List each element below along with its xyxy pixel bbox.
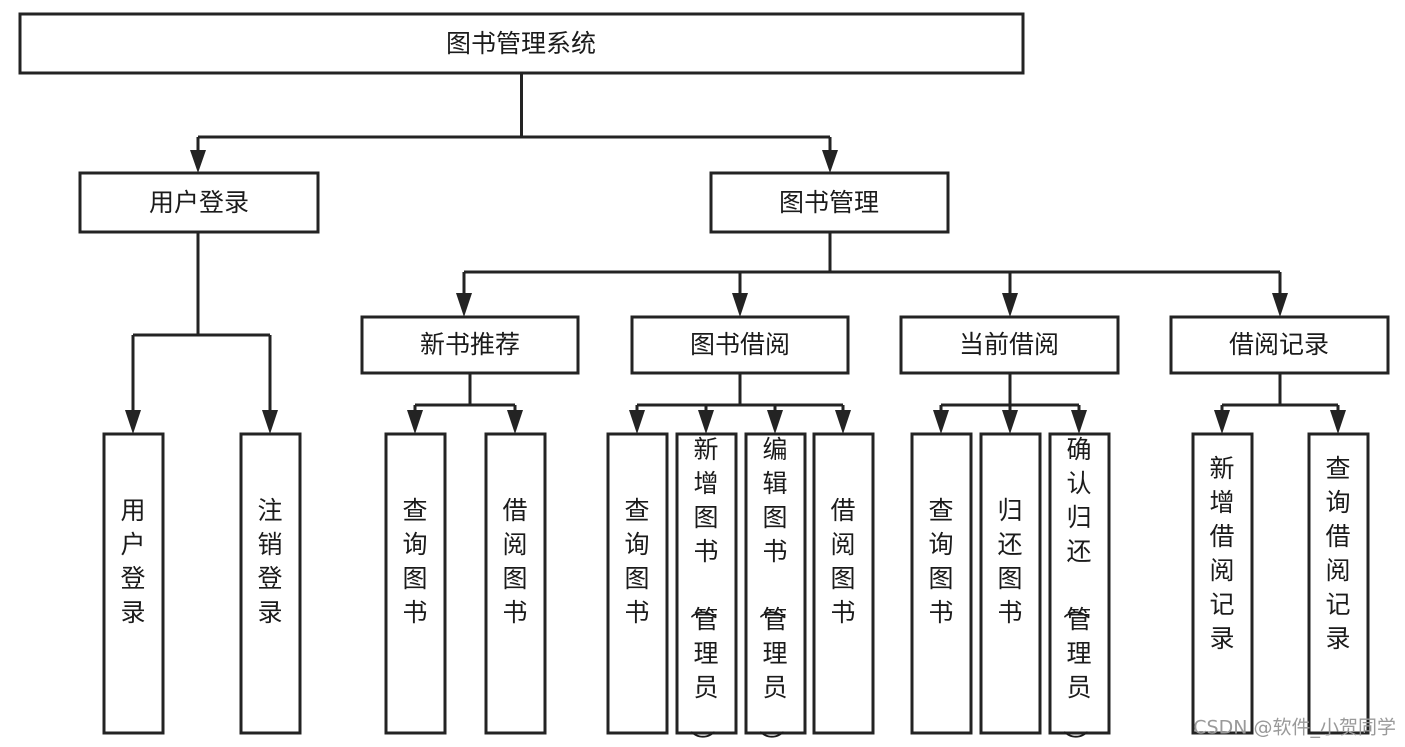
node-leaf-query-book-2-box[interactable]: [606, 432, 669, 735]
node-leaf-query-record-label: 查询借阅记录: [1325, 454, 1350, 653]
node-book-borrow[interactable]: 图书借阅: [630, 315, 850, 375]
node-book-borrow-label: 图书借阅: [690, 330, 790, 359]
node-leaf-confirm-return[interactable]: 确认归还（管理员）: [1048, 432, 1111, 747]
node-leaf-query-book-1[interactable]: 查询图书: [384, 432, 447, 735]
node-leaf-query-book-3-box[interactable]: [910, 432, 973, 735]
node-current-borrow-label: 当前借阅: [959, 330, 1059, 359]
node-new-book-recommend-label: 新书推荐: [420, 330, 520, 359]
node-leaf-return-book-box[interactable]: [979, 432, 1042, 735]
node-book-manage[interactable]: 图书管理: [709, 171, 950, 234]
node-root-label: 图书管理系统: [446, 29, 596, 58]
node-book-manage-box[interactable]: [709, 171, 950, 234]
node-leaf-add-book-box[interactable]: [675, 432, 738, 735]
node-current-borrow[interactable]: 当前借阅: [899, 315, 1120, 375]
node-leaf-borrow-book-1-label: 借阅图书: [502, 496, 527, 627]
node-leaf-query-book-2-label: 查询图书: [624, 496, 649, 627]
node-user-login[interactable]: 用户登录: [78, 171, 320, 234]
node-borrow-record-box[interactable]: [1169, 315, 1390, 375]
node-user-login-box[interactable]: [78, 171, 320, 234]
node-leaf-user-login-box[interactable]: [102, 432, 165, 735]
node-leaf-query-book-3-label: 查询图书: [928, 496, 953, 627]
node-new-book-recommend[interactable]: 新书推荐: [360, 315, 580, 375]
node-leaf-confirm-return-label: 确认归还（管理员）: [1060, 435, 1091, 747]
node-leaf-add-record-label: 新增借阅记录: [1209, 454, 1234, 653]
node-leaf-add-book[interactable]: 新增图书（管理员）: [675, 432, 738, 747]
arrow-head-leaf-query-record: [1330, 410, 1346, 434]
node-leaf-borrow-book-2-box[interactable]: [812, 432, 875, 735]
node-leaf-user-logout-box[interactable]: [239, 432, 302, 735]
arrow-head-leaf-query-book-1: [407, 410, 423, 434]
node-leaf-query-book-1-label: 查询图书: [402, 496, 427, 627]
node-leaf-edit-book-label: 编辑图书（管理员）: [756, 435, 787, 747]
node-book-borrow-box[interactable]: [630, 315, 850, 375]
node-leaf-confirm-return-box[interactable]: [1048, 432, 1111, 735]
connector-layer: [125, 73, 1346, 434]
node-book-manage-label: 图书管理: [779, 188, 879, 217]
csdn-watermark: CSDN @软件_小贺同学: [1193, 717, 1396, 739]
arrow-head-leaf-add-book: [698, 410, 714, 434]
arrow-head-current-borrow: [1002, 293, 1018, 317]
arrow-head-leaf-add-record: [1214, 410, 1230, 434]
node-new-book-recommend-box[interactable]: [360, 315, 580, 375]
arrow-head-leaf-borrow-book-1: [507, 410, 523, 434]
node-leaf-return-book-label: 归还图书: [997, 496, 1022, 627]
node-leaf-borrow-book-2[interactable]: 借阅图书: [812, 432, 875, 735]
node-leaf-user-logout[interactable]: 注销登录: [239, 432, 302, 735]
arrow-head-user-login: [190, 150, 206, 173]
arrow-head-leaf-user-login: [125, 410, 141, 434]
node-leaf-query-record[interactable]: 查询借阅记录: [1307, 432, 1370, 735]
node-root[interactable]: 图书管理系统: [18, 12, 1025, 75]
arrow-head-new-book-recommend: [456, 293, 472, 317]
node-leaf-borrow-book-1[interactable]: 借阅图书: [484, 432, 547, 735]
node-leaf-edit-book-box[interactable]: [744, 432, 807, 735]
arrow-head-leaf-return-book: [1002, 410, 1018, 434]
node-leaf-query-book-2[interactable]: 查询图书: [606, 432, 669, 735]
node-leaf-edit-book[interactable]: 编辑图书（管理员）: [744, 432, 807, 747]
node-leaf-query-book-1-box[interactable]: [384, 432, 447, 735]
node-borrow-record[interactable]: 借阅记录: [1169, 315, 1390, 375]
node-user-login-label: 用户登录: [149, 188, 249, 217]
arrow-head-leaf-query-book-2: [629, 410, 645, 434]
node-leaf-add-record[interactable]: 新增借阅记录: [1191, 432, 1254, 735]
arrow-head-borrow-record: [1272, 293, 1288, 317]
arrow-head-leaf-borrow-book-2: [835, 410, 851, 434]
node-leaf-user-login-label: 用户登录: [120, 496, 145, 627]
node-borrow-record-label: 借阅记录: [1229, 330, 1329, 359]
arrow-head-book-manage: [822, 150, 838, 173]
arrow-head-leaf-confirm-return: [1071, 410, 1087, 434]
node-leaf-query-record-box[interactable]: [1307, 432, 1370, 735]
arrow-head-leaf-edit-book: [767, 410, 783, 434]
node-leaf-borrow-book-2-label: 借阅图书: [830, 496, 855, 627]
node-root-box[interactable]: [18, 12, 1025, 75]
node-current-borrow-box[interactable]: [899, 315, 1120, 375]
node-leaf-user-logout-label: 注销登录: [257, 496, 282, 627]
arrow-head-book-borrow: [732, 293, 748, 317]
node-leaf-borrow-book-1-box[interactable]: [484, 432, 547, 735]
node-leaf-add-book-label: 新增图书（管理员）: [687, 435, 718, 747]
arrow-head-leaf-user-logout: [262, 410, 278, 434]
arrow-head-leaf-query-book-3: [933, 410, 949, 434]
node-leaf-user-login[interactable]: 用户登录: [102, 432, 165, 735]
node-leaf-return-book[interactable]: 归还图书: [979, 432, 1042, 735]
node-leaf-query-book-3[interactable]: 查询图书: [910, 432, 973, 735]
node-leaf-add-record-box[interactable]: [1191, 432, 1254, 735]
